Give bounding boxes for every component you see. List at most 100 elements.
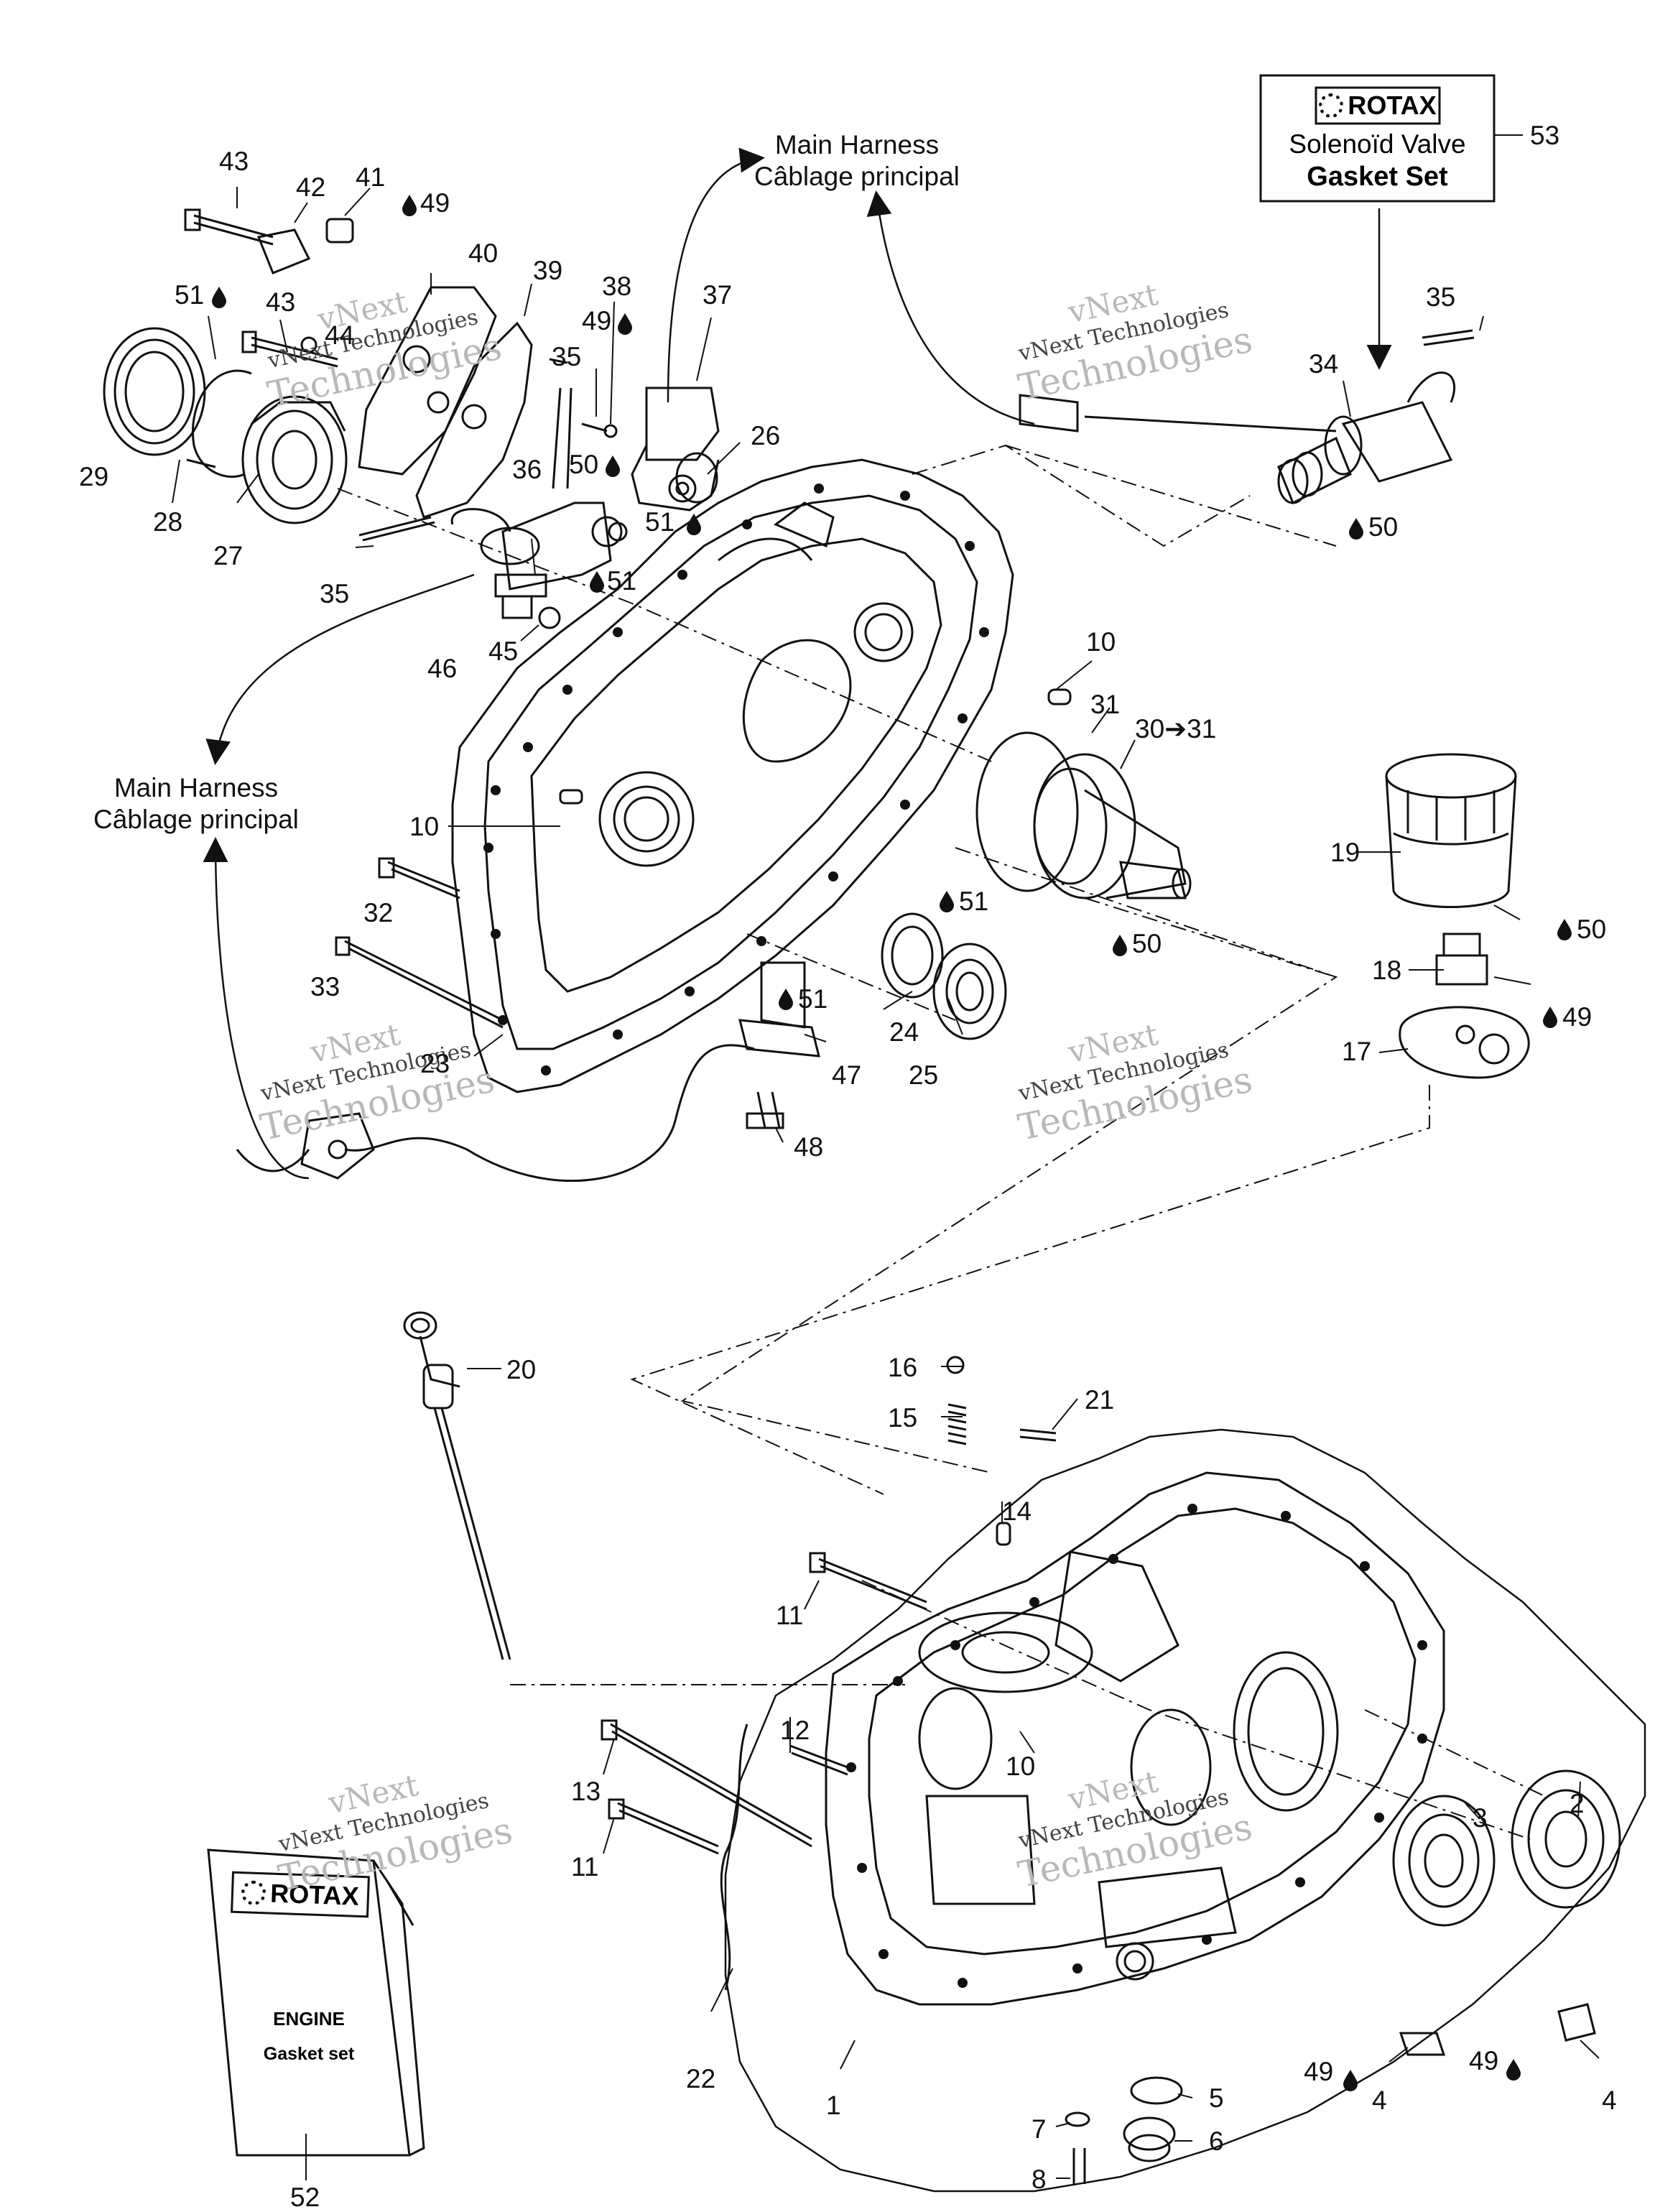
spring-15 — [947, 1403, 967, 1445]
harness-label-top-line2: Câblage principal — [754, 162, 960, 191]
engine-book-line1: ENGINE — [273, 2008, 345, 2030]
solenoid-box-line1: Solenoïd Valve — [1289, 129, 1466, 159]
callout-15: 15 — [888, 1403, 918, 1433]
callout-49: 49 — [1469, 2046, 1499, 2076]
gasket-39 — [415, 321, 533, 519]
callout-5: 5 — [1209, 2083, 1224, 2113]
bolt-11a — [818, 1558, 927, 1611]
callout-17: 17 — [1342, 1037, 1372, 1066]
callout-14: 14 — [1002, 1496, 1032, 1526]
callout-49: 49 — [582, 306, 612, 335]
callout-28: 28 — [153, 507, 183, 537]
callout-33: 33 — [310, 972, 340, 1001]
callout-8: 8 — [1032, 2165, 1047, 2194]
bolts-32-33 — [335, 857, 504, 1029]
callout-7: 7 — [1032, 2114, 1047, 2144]
bracket-40 — [358, 286, 497, 476]
callout-43: 43 — [266, 287, 296, 317]
callout-35: 35 — [552, 342, 582, 371]
harness-label-top: Main Harness Câblage principal — [754, 129, 960, 193]
engine-gear-icon — [241, 1880, 266, 1906]
callout-48: 48 — [794, 1132, 824, 1162]
callout-31: 31 — [1090, 690, 1121, 719]
callout-49: 49 — [1562, 1002, 1593, 1032]
callout-18: 18 — [1372, 955, 1402, 985]
callout-6: 6 — [1209, 2127, 1224, 2156]
callout-52: 52 — [290, 2183, 320, 2212]
callout-25: 25 — [909, 1060, 939, 1090]
bearing-27 — [241, 395, 348, 524]
sensor-46-45 — [494, 573, 561, 629]
callout-16: 16 — [888, 1353, 918, 1382]
shaft-30 — [1033, 753, 1192, 899]
callout-38: 38 — [602, 272, 632, 301]
ball-16 — [946, 1356, 965, 1374]
callout-43: 43 — [219, 147, 249, 176]
ring-31 — [975, 731, 1079, 892]
callout-34: 34 — [1309, 349, 1339, 379]
callout-50: 50 — [1577, 915, 1607, 944]
bearing-3 — [1392, 1795, 1496, 1927]
callout-32: 32 — [363, 898, 394, 927]
callout-11: 11 — [571, 1852, 599, 1882]
callout-30-to-31: 30➔31 — [1135, 714, 1217, 744]
callout-49: 49 — [420, 188, 450, 218]
bolts-43-42-41 — [184, 208, 354, 368]
washer-5 — [1130, 2076, 1183, 2105]
callout-27: 27 — [213, 541, 244, 570]
callout-4: 4 — [1602, 2086, 1617, 2115]
callout-20: 20 — [506, 1355, 537, 1384]
circlip-28 — [186, 369, 252, 478]
harness-label-top-line1: Main Harness — [774, 130, 940, 159]
bolt-35-left — [358, 516, 435, 542]
callout-51: 51 — [959, 887, 989, 916]
callout-44: 44 — [325, 320, 355, 350]
solenoid-wire — [1084, 415, 1337, 432]
solenoid-rotax-brand: ROTAX — [1348, 91, 1437, 120]
callout-40: 40 — [468, 239, 499, 268]
callout-19: 19 — [1330, 838, 1360, 867]
fitting-18 — [1435, 933, 1488, 986]
callout-42: 42 — [296, 172, 326, 202]
gasket-22 — [724, 1428, 1646, 2193]
callout-26: 26 — [751, 421, 781, 450]
callout-45: 45 — [488, 637, 519, 666]
pin-21 — [1019, 1428, 1057, 1442]
callout-50: 50 — [1368, 512, 1399, 542]
gasket-17 — [1399, 1006, 1530, 1079]
harness-label-left-line2: Câblage principal — [93, 805, 299, 834]
callout-10: 10 — [1006, 1751, 1036, 1781]
callout-51: 51 — [607, 566, 637, 596]
dowel-14 — [996, 1522, 1011, 1546]
callout-4: 4 — [1372, 2086, 1387, 2115]
bolt-12 — [789, 1744, 848, 1776]
oil-seal-29 — [103, 327, 206, 456]
callout-24: 24 — [889, 1017, 919, 1047]
pin-38-35 — [549, 358, 618, 438]
callout-51: 51 — [175, 280, 205, 310]
callout-13: 13 — [571, 1777, 601, 1806]
dipstick-20 — [403, 1311, 511, 1660]
callout-36: 36 — [512, 455, 542, 484]
callout-50: 50 — [1132, 929, 1162, 958]
callout-10: 10 — [409, 812, 440, 841]
callout-22: 22 — [686, 2064, 716, 2093]
engine-gasket-book — [207, 1848, 425, 2157]
plug-6 — [1123, 2116, 1176, 2162]
callout-41: 41 — [356, 162, 386, 192]
solenoid-box-line2: Gasket Set — [1307, 162, 1448, 192]
harness-label-left-line1: Main Harness — [113, 773, 279, 802]
callout-49: 49 — [1304, 2057, 1334, 2086]
wire-to-left-harness — [344, 1044, 755, 1183]
washer-7 — [1065, 2111, 1090, 2127]
callout-10: 10 — [1086, 627, 1116, 657]
callout-51: 51 — [645, 507, 675, 537]
solenoid-34 — [1277, 329, 1475, 505]
engine-book-line2: Gasket set — [263, 2044, 355, 2064]
callout-11: 11 — [776, 1601, 804, 1630]
callout-47: 47 — [832, 1060, 862, 1090]
transmission-cover-23 — [451, 458, 1072, 1093]
callout-3: 3 — [1473, 1803, 1488, 1833]
callout-37: 37 — [703, 280, 733, 310]
